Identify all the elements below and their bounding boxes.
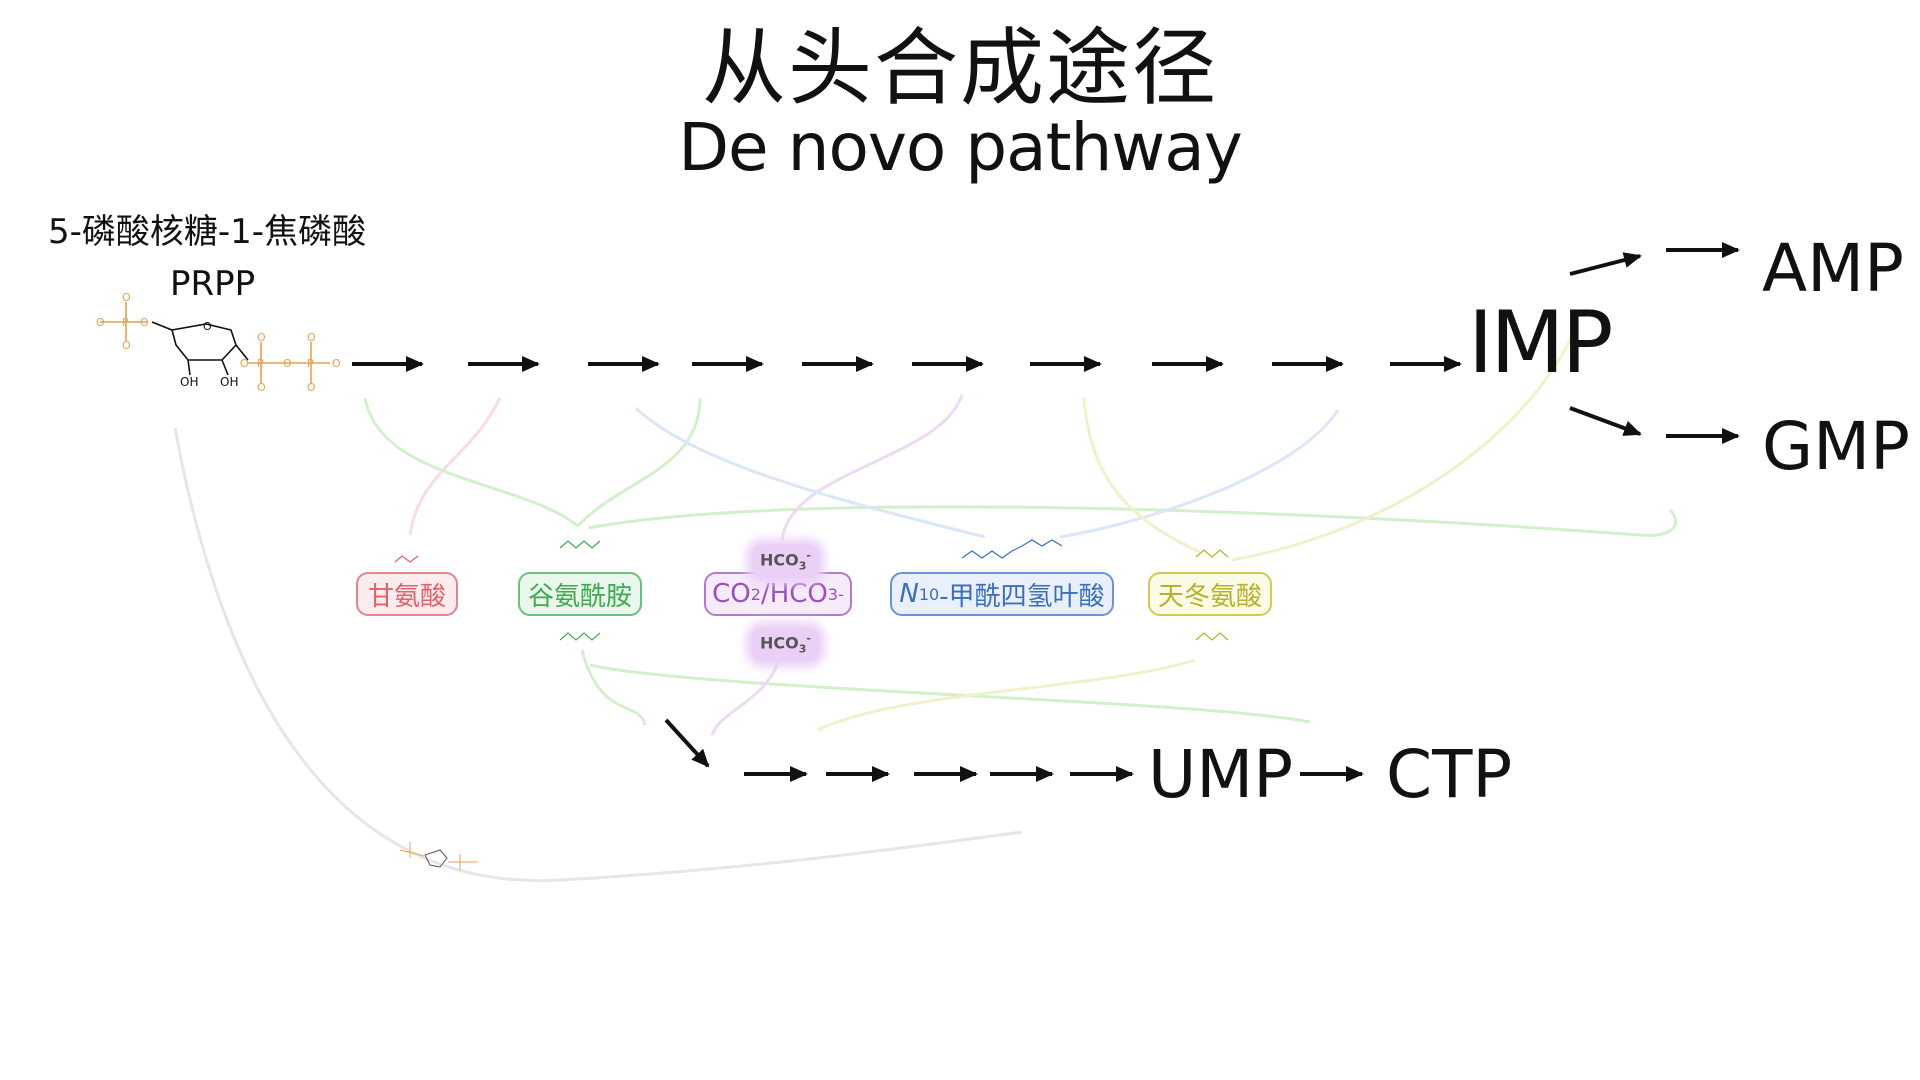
main-pathway-arrows [352,242,1740,444]
bicarbonate-label-top: HCO3- [752,545,819,578]
svg-text:O: O [307,381,316,394]
co2-curve-top [780,394,964,541]
glutamine-curve-d [580,649,647,726]
ctp-label: CTP [1386,736,1513,813]
molecule-sketches [394,539,1229,641]
svg-text:O: O [257,381,266,394]
glycine-tag: 甘氨酸 [356,572,458,616]
title-english: De novo pathway [678,109,1243,186]
co2-curve-bottom [710,654,782,736]
svg-text:OH: OH [220,375,238,389]
bicarbonate-label-bottom: HCO3- [752,628,819,661]
prpp-recycle-curve [173,427,1023,883]
svg-text:O: O [96,316,105,329]
svg-text:O: O [203,320,212,333]
glycine-curve [408,397,502,536]
svg-text:O: O [122,291,131,304]
svg-text:OH: OH [180,375,198,389]
thf-molecule [961,539,1063,559]
donor-curves [173,329,1678,883]
prpp-abbreviation: PRPP [170,264,256,304]
svg-text:O: O [332,357,341,370]
svg-text:O: O [140,316,149,329]
pyrimidine-pathway-arrows [664,718,1364,782]
aspartate-curve-c [817,658,1196,732]
arrow-pyrimidine-entry [664,718,710,768]
aspartate-curve-b [1231,329,1577,562]
thf-curve-b [1059,409,1340,539]
svg-text:O: O [283,357,292,370]
title-chinese: 从头合成途径 [701,19,1218,117]
glutamine-curve-a [363,397,579,528]
glutamine-tag: 谷氨酰胺 [518,572,642,616]
thf-curve-a [634,406,986,539]
gmp-label: GMP [1762,408,1910,485]
glycine-molecule [394,555,419,563]
arrow-imp-to-amp-branch [1569,252,1642,276]
svg-text:P: P [257,357,264,370]
aspartate-tag: 天冬氨酸 [1148,572,1272,616]
prpp-name-chinese: 5-磷酸核糖-1-焦磷酸 [48,212,367,252]
svg-text:P: P [307,357,314,370]
svg-text:P: P [122,316,129,329]
imp-label: IMP [1468,293,1613,393]
glutamine-curve-c [587,505,1678,537]
aspartate-molecule-bottom [1195,632,1229,641]
svg-text:O: O [307,331,316,344]
amp-label: AMP [1762,230,1904,307]
svg-text:O: O [122,339,131,352]
arrow-imp-to-gmp-branch [1569,406,1642,436]
glutamine-molecule-top [559,540,601,549]
aspartate-curve-a [1082,397,1201,554]
ump-label: UMP [1148,736,1294,813]
aspartate-molecule-top [1195,549,1229,558]
glutamine-curve-e [589,663,1311,724]
prpp-small-structure [399,842,478,870]
svg-text:O: O [240,357,249,370]
glutamine-curve-b [576,397,702,528]
glutamine-molecule-bottom [559,632,601,641]
svg-text:O: O [257,331,266,344]
